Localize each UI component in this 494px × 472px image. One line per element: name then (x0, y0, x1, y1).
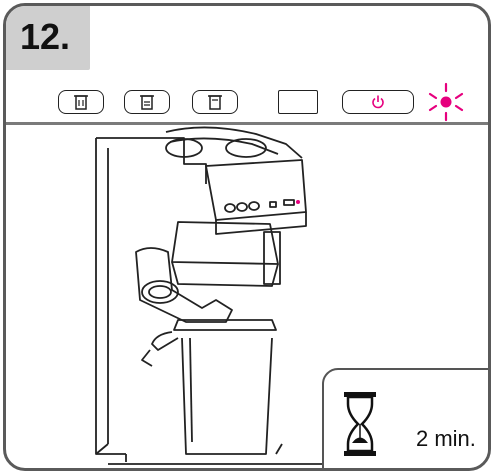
brew-button-medium[interactable] (124, 90, 170, 114)
hourglass-icon (342, 392, 378, 456)
coffee-machine-illustration (66, 124, 366, 468)
cup-medium-icon (136, 93, 158, 111)
timer-label: 2 min. (416, 426, 476, 452)
cup-small-icon (70, 93, 92, 111)
cup-large-icon (204, 93, 226, 111)
brew-button-large[interactable] (192, 90, 238, 114)
timer-box: 2 min. (322, 368, 491, 471)
power-icon (370, 94, 386, 110)
display-indicator (278, 90, 318, 114)
blinking-light-icon (424, 80, 468, 124)
step-number-tab: 12. (6, 6, 90, 70)
power-button[interactable] (342, 90, 414, 114)
step-number: 12. (20, 16, 70, 58)
brew-button-small[interactable] (58, 90, 104, 114)
instruction-frame: 12. (3, 3, 491, 471)
